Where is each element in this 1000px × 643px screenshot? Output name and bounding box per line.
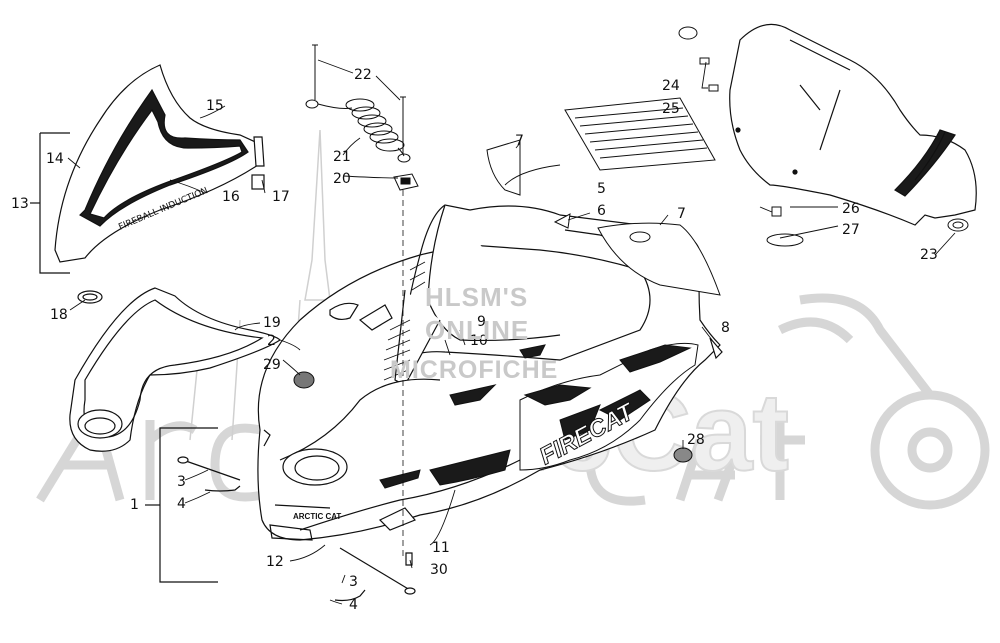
hood-vent-hatching	[383, 261, 426, 381]
watermark-line-3: MICROFICHE	[390, 356, 559, 384]
callout-18: 18	[50, 307, 68, 323]
windshield	[729, 23, 977, 226]
molding-assembly	[30, 64, 265, 304]
callout-26: 26	[842, 201, 860, 217]
decal-6	[553, 213, 571, 229]
callout-23: 23	[920, 247, 938, 263]
callout-5: 5	[597, 181, 606, 197]
callout-11: 11	[432, 540, 450, 556]
callout-13: 13	[11, 196, 29, 212]
callout-4a: 4	[177, 496, 186, 512]
callout-2: 2	[267, 333, 276, 349]
tether-assembly	[305, 44, 419, 191]
callout-25: 25	[662, 101, 680, 117]
hood-emblem	[293, 371, 315, 389]
callout-12: 12	[266, 554, 284, 570]
callout-6: 6	[597, 203, 606, 219]
callout-labels: 1 2 3 3 4 4 5 6 7 7 8 9 10 11 12 13 14 1…	[11, 67, 938, 613]
callout-15: 15	[206, 98, 224, 114]
decal-7a	[486, 139, 521, 196]
top-decal	[564, 97, 716, 171]
callout-20: 20	[333, 171, 351, 187]
callout-24: 24	[662, 78, 680, 94]
callout-8: 8	[721, 320, 730, 336]
callout-28: 28	[687, 432, 705, 448]
callout-3b: 3	[349, 574, 358, 590]
callout-30: 30	[430, 562, 448, 578]
callout-1: 1	[130, 497, 139, 513]
arctic-cat-badge: ARCTIC CAT	[293, 512, 341, 521]
callout-22: 22	[354, 67, 372, 83]
callout-21: 21	[333, 149, 351, 165]
side-decal	[379, 342, 699, 489]
leader-lines	[67, 59, 956, 605]
callout-14: 14	[46, 151, 64, 167]
watermark-line-2: ONLINE	[425, 315, 530, 345]
windshield-fasteners	[673, 26, 969, 463]
callout-17: 17	[272, 189, 290, 205]
decal-7b	[597, 222, 721, 296]
callout-16: 16	[222, 189, 240, 205]
callout-29: 29	[263, 357, 281, 373]
callout-19: 19	[263, 315, 281, 331]
pin-hardware	[145, 337, 723, 602]
callout-27: 27	[842, 222, 860, 238]
callout-3a: 3	[177, 474, 186, 490]
watermark-line-1: HLSM'S	[425, 282, 529, 312]
callout-7a: 7	[515, 133, 524, 149]
inner-panel	[69, 287, 281, 452]
callout-9: 9	[477, 314, 486, 330]
hood	[257, 204, 721, 541]
callout-10: 10	[470, 333, 488, 349]
callout-7b: 7	[677, 206, 686, 222]
decal-7b-hole	[629, 231, 651, 243]
callout-4b: 4	[349, 597, 358, 613]
